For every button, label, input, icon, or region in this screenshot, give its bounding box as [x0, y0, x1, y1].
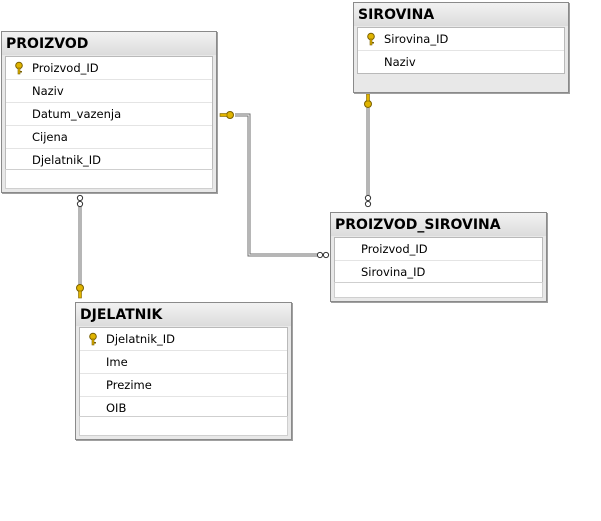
- relationship-proizvod-djelatnik[interactable]: [76, 194, 84, 299]
- column-name: Proizvod_ID: [361, 242, 428, 256]
- column-name: Prezime: [106, 378, 152, 392]
- column-row[interactable]: Proizvod_ID: [6, 57, 212, 80]
- column-list: Proizvod_ID Naziv Datum_vazenja Cijena D…: [5, 56, 213, 172]
- table-sirovina[interactable]: SIROVINA Sirovina_ID Naziv: [353, 2, 569, 93]
- column-name: Djelatnik_ID: [32, 153, 102, 167]
- table-footer-pad: [5, 169, 213, 189]
- relationship-sirovina-proizvod-sirovina[interactable]: [364, 93, 372, 208]
- column-row[interactable]: Cijena: [6, 126, 212, 149]
- one-end-key-icon: [219, 111, 234, 119]
- column-name: Naziv: [32, 84, 64, 98]
- column-name: Djelatnik_ID: [106, 332, 176, 346]
- column-row[interactable]: Djelatnik_ID: [6, 149, 212, 171]
- column-row[interactable]: Ime: [80, 351, 287, 374]
- relationship-proizvod-proizvod-sirovina[interactable]: [219, 111, 330, 259]
- one-end-key-icon: [76, 284, 84, 299]
- table-proizvod-sirovina[interactable]: PROIZVOD_SIROVINA Proizvod_ID Sirovina_I…: [330, 212, 547, 302]
- column-name: Naziv: [384, 55, 416, 69]
- column-row[interactable]: Datum_vazenja: [6, 103, 212, 126]
- column-name: Sirovina_ID: [361, 265, 426, 279]
- table-footer-pad: [334, 282, 543, 298]
- column-name: Proizvod_ID: [32, 61, 99, 75]
- table-proizvod[interactable]: PROIZVOD Proizvod_ID Naziv Datum_vazenja…: [1, 31, 217, 193]
- primary-key-icon: [89, 332, 97, 346]
- table-footer-pad: [79, 416, 288, 436]
- column-row[interactable]: Prezime: [80, 374, 287, 397]
- one-end-key-icon: [364, 93, 372, 108]
- column-row[interactable]: Sirovina_ID: [358, 28, 564, 51]
- column-row[interactable]: OIB: [80, 397, 287, 419]
- column-name: Ime: [106, 355, 128, 369]
- column-row[interactable]: Djelatnik_ID: [80, 328, 287, 351]
- column-list: Sirovina_ID Naziv: [357, 27, 565, 74]
- table-djelatnik[interactable]: DJELATNIK Djelatnik_ID Ime Prezime OIB: [75, 302, 292, 440]
- primary-key-icon: [367, 32, 375, 46]
- table-title: SIROVINA: [354, 3, 568, 26]
- column-row[interactable]: Sirovina_ID: [335, 261, 542, 283]
- table-title: DJELATNIK: [76, 303, 291, 326]
- table-title: PROIZVOD_SIROVINA: [331, 213, 546, 236]
- column-row[interactable]: Naziv: [6, 80, 212, 103]
- column-name: Datum_vazenja: [32, 107, 122, 121]
- many-end-infinity-icon: [364, 194, 372, 208]
- column-row[interactable]: Proizvod_ID: [335, 238, 542, 261]
- column-name: OIB: [106, 401, 127, 415]
- primary-key-icon: [15, 61, 23, 75]
- column-list: Proizvod_ID Sirovina_ID: [334, 237, 543, 284]
- column-row[interactable]: Naziv: [358, 51, 564, 73]
- many-end-infinity-icon: [316, 251, 330, 259]
- column-list: Djelatnik_ID Ime Prezime OIB: [79, 327, 288, 420]
- column-name: Cijena: [32, 130, 68, 144]
- table-title: PROIZVOD: [2, 32, 216, 55]
- column-name: Sirovina_ID: [384, 32, 449, 46]
- many-end-infinity-icon: [76, 194, 84, 208]
